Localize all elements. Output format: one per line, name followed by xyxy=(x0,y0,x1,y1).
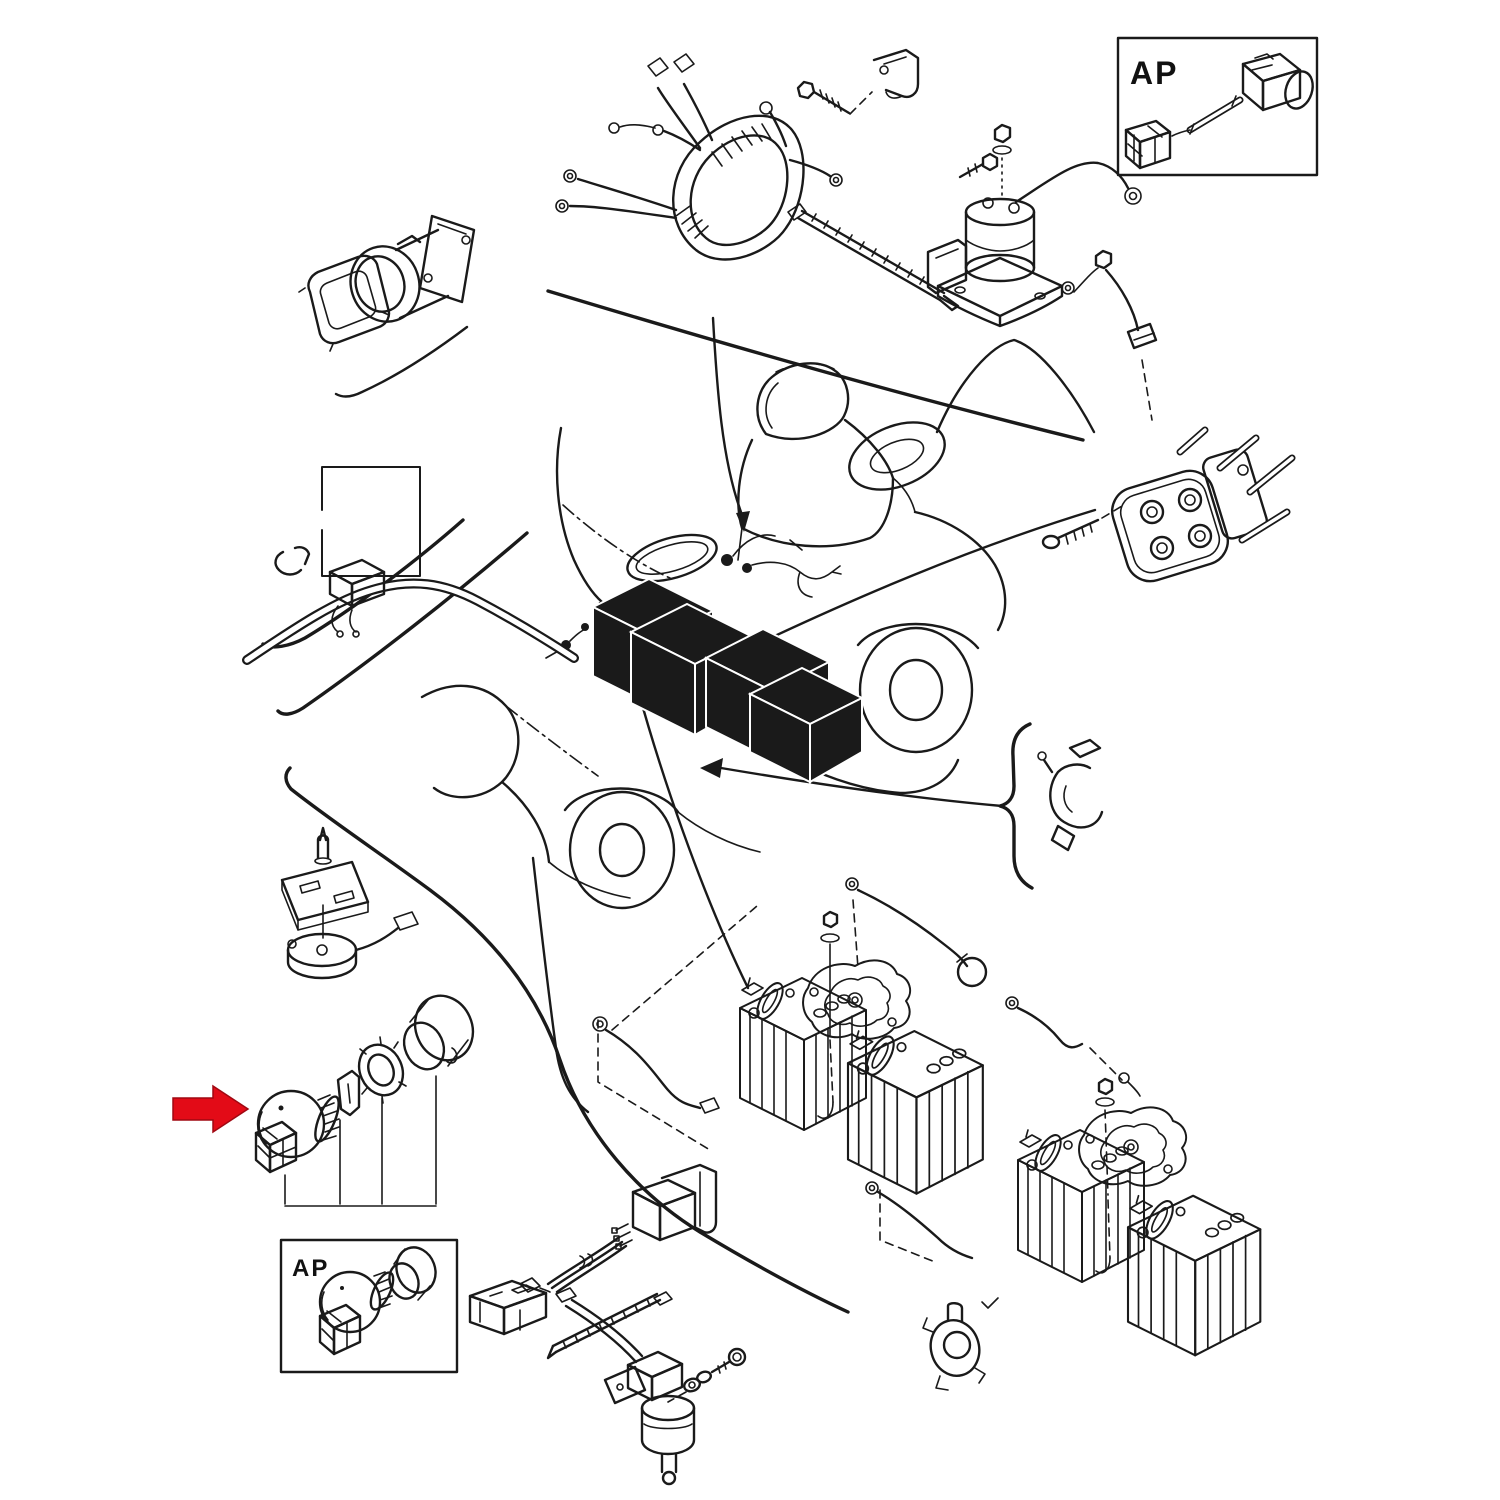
battery-cables xyxy=(592,877,1141,1260)
switch-screw-washers xyxy=(667,1347,747,1403)
battery-group-2 xyxy=(1017,1077,1262,1357)
charger-receptacle xyxy=(1041,426,1296,583)
wire-clip xyxy=(998,722,1104,890)
relay-group xyxy=(242,466,579,665)
cable-tie-strap xyxy=(787,203,960,312)
battery-group-1 xyxy=(739,910,984,1195)
connector-plug xyxy=(468,1279,548,1336)
ignition-key-switch-group xyxy=(172,994,475,1207)
main-wiring-harness xyxy=(555,53,843,261)
ap-label-top-right: AP xyxy=(1130,55,1178,91)
receptacle-screw xyxy=(1041,518,1100,550)
solenoid-assembly xyxy=(926,123,1158,350)
highlight-arrow-icon xyxy=(172,1084,250,1134)
cart-body xyxy=(420,362,1007,910)
ap-label-bottom-left: AP xyxy=(292,1255,329,1282)
installed-battery-boxes xyxy=(590,577,865,784)
deck-harness xyxy=(721,534,842,598)
ap-callout-box-top: AP xyxy=(1116,36,1319,177)
bolt-and-clamp xyxy=(796,48,920,115)
plate-and-buzzer xyxy=(280,826,419,980)
plug-receptacle-assembly xyxy=(298,214,476,352)
ap-callout-box-bottom: AP xyxy=(279,1238,459,1374)
ap-switch xyxy=(318,1246,437,1356)
pedal-harness-group xyxy=(519,1163,747,1486)
adapter-cable xyxy=(1124,52,1314,170)
micro-switch xyxy=(603,1350,696,1486)
cable-clamp xyxy=(922,1297,999,1391)
